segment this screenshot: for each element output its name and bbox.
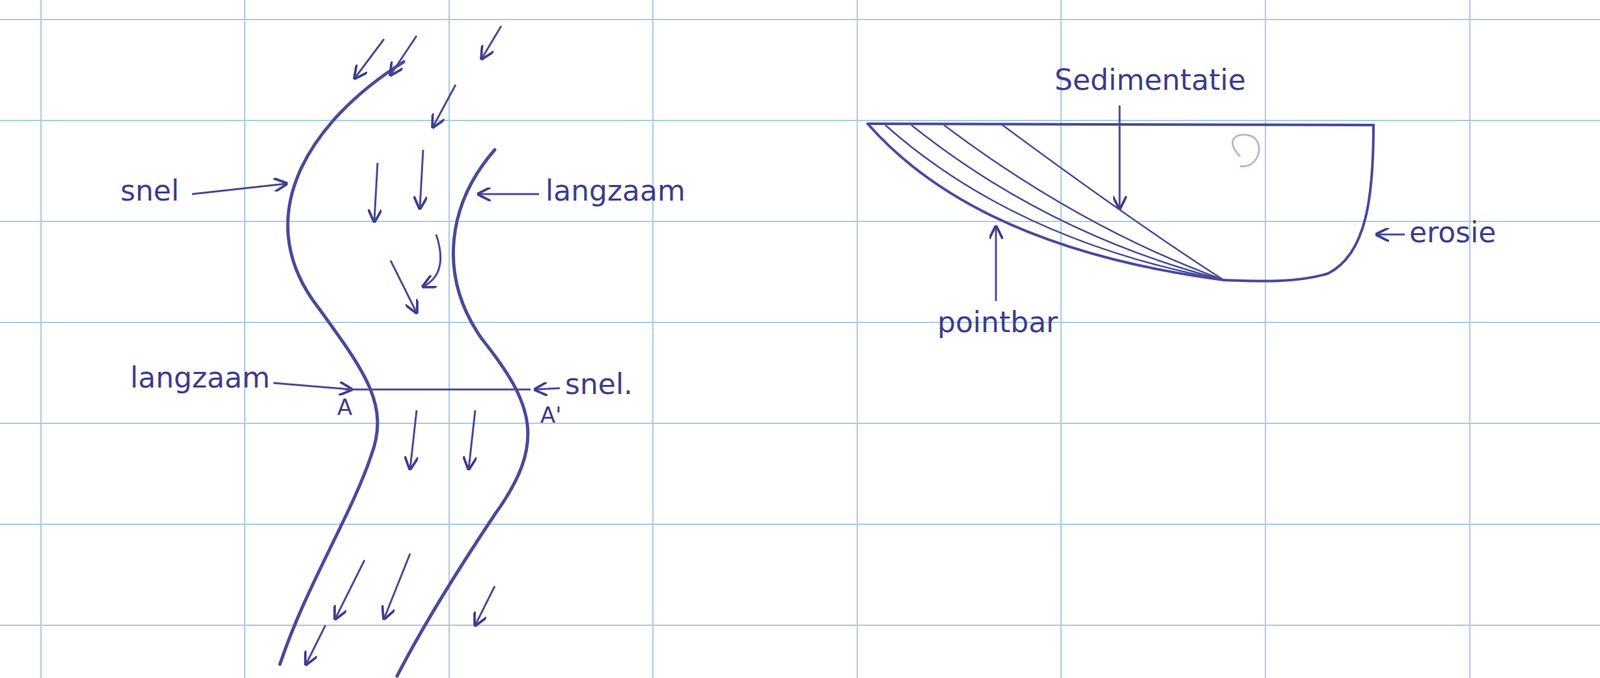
process-label: Sedimentatie <box>1054 63 1246 97</box>
scribble-mark <box>1232 134 1260 167</box>
speed-label: langzaam <box>130 361 271 395</box>
cross-section <box>867 123 1374 282</box>
leader-arrows <box>192 105 1405 390</box>
speed-label: langzaam <box>545 174 686 208</box>
river-banks <box>279 61 528 676</box>
section-point: A' <box>540 402 562 428</box>
section-point: A <box>337 394 353 420</box>
sediment-layers <box>885 124 1224 280</box>
flow-arrows <box>305 26 502 664</box>
section-line <box>344 388 531 391</box>
feature-label: pointbar <box>937 305 1058 340</box>
process-label: erosie <box>1409 216 1496 250</box>
speed-label: snel <box>120 174 180 208</box>
speed-label: snel. <box>565 367 633 401</box>
